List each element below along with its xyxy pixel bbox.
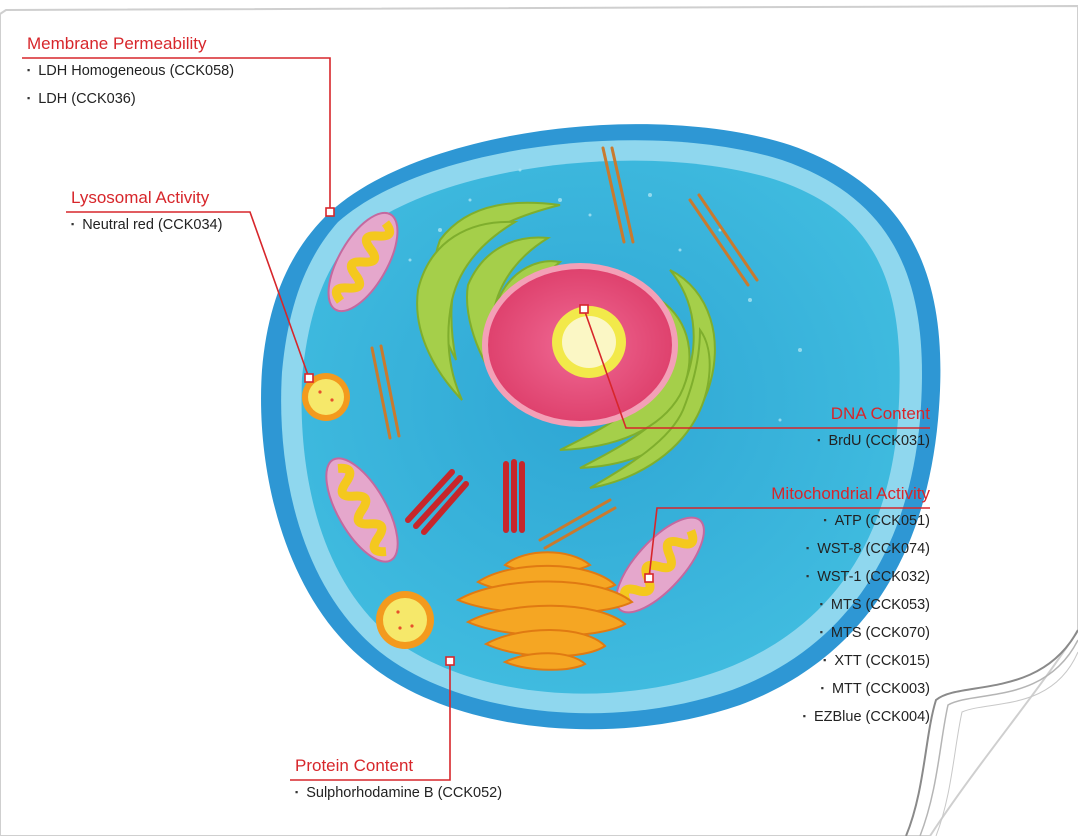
membrane-list: LDH Homogeneous (CCK058) LDH (CCK036) [27,58,234,114]
annotation-lysosomal: Lysosomal Activity Neutral red (CCK034) [71,188,222,240]
list-item: LDH (CCK036) [27,86,234,114]
membrane-title: Membrane Permeability [27,34,234,54]
nucleus [482,263,678,427]
annotation-dna: DNA Content BrdU (CCK031) [817,404,930,456]
list-item: MTS (CCK053) [771,592,930,620]
mito-list: ATP (CCK051) WST-8 (CCK074) WST-1 (CCK03… [771,508,930,732]
list-item: LDH Homogeneous (CCK058) [27,58,234,86]
list-item: Neutral red (CCK034) [71,212,222,240]
list-item: WST-1 (CCK032) [771,564,930,592]
annotation-membrane: Membrane Permeability LDH Homogeneous (C… [27,34,234,114]
dna-title: DNA Content [817,404,930,424]
dna-list: BrdU (CCK031) [817,428,930,456]
lysosomal-list: Neutral red (CCK034) [71,212,222,240]
list-item: MTT (CCK003) [771,676,930,704]
list-item: WST-8 (CCK074) [771,536,930,564]
list-item: Sulphorhodamine B (CCK052) [295,780,502,808]
protein-title: Protein Content [295,756,502,776]
list-item: EZBlue (CCK004) [771,704,930,732]
list-item: ATP (CCK051) [771,508,930,536]
list-item: BrdU (CCK031) [817,428,930,456]
mito-title: Mitochondrial Activity [771,484,930,504]
lysosomal-title: Lysosomal Activity [71,188,222,208]
annotation-mito: Mitochondrial Activity ATP (CCK051) WST-… [771,484,930,732]
list-item: XTT (CCK015) [771,648,930,676]
list-item: MTS (CCK070) [771,620,930,648]
annotation-protein: Protein Content Sulphorhodamine B (CCK05… [295,756,502,808]
protein-list: Sulphorhodamine B (CCK052) [295,780,502,808]
